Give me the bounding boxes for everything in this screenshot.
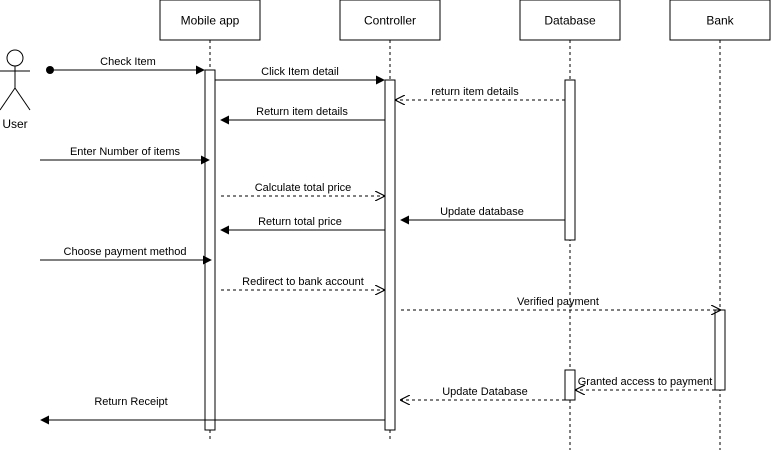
message-return-item-details-db: return item details: [396, 86, 565, 100]
activation-bar-bank: [714, 309, 726, 391]
activation-bar-database: [564, 79, 576, 241]
participant-label: Controller: [364, 14, 416, 28]
message-update-database-2: Update Database: [401, 386, 565, 400]
message-enter-number-of-items: Enter Number of items: [40, 146, 210, 165]
message-label: Enter Number of items: [70, 146, 181, 158]
message-label: Return total price: [258, 216, 342, 228]
user-actor-label: User: [2, 117, 27, 131]
message-label: Choose payment method: [64, 246, 187, 258]
message-verified-payment: Verified payment: [401, 296, 720, 310]
participant-box: [519, 0, 621, 41]
message-label: Redirect to bank account: [242, 276, 364, 288]
message-label: Return Receipt: [94, 396, 167, 408]
participant-label: Mobile app: [181, 14, 240, 28]
message-return-total-price: Return total price: [220, 216, 385, 235]
message-choose-payment-method: Choose payment method: [40, 246, 212, 265]
message-label: return item details: [431, 86, 519, 98]
message-return-receipt: Return Receipt: [40, 396, 385, 425]
participant-mobile-app: Mobile app: [159, 0, 261, 440]
message-granted-access-to-payment: Granted access to payment: [576, 376, 715, 390]
message-label: Check Item: [100, 56, 156, 68]
participant-label: Bank: [706, 14, 734, 28]
message-label: Click Item detail: [261, 66, 339, 78]
message-update-database: Update database: [400, 206, 565, 225]
participant-controller: Controller: [339, 0, 441, 440]
participant-label: Database: [544, 14, 596, 28]
message-label: Granted access to payment: [578, 376, 713, 388]
participant-bank: Bank: [669, 0, 771, 450]
user-actor-icon: [0, 49, 31, 111]
message-redirect-to-bank-account: Redirect to bank account: [221, 276, 384, 290]
participant-box: [159, 0, 261, 41]
activation-bar-database-2: [564, 369, 576, 401]
message-label: Calculate total price: [255, 182, 352, 194]
message-label: Verified payment: [517, 296, 599, 308]
message-return-item-details: Return item details: [220, 106, 385, 125]
participant-database: Database: [519, 0, 621, 450]
participant-box: [339, 0, 441, 41]
message-label: Update Database: [442, 386, 528, 398]
activation-bar-mobile-app: [204, 69, 216, 431]
message-calculate-total-price: Calculate total price: [221, 182, 384, 196]
message-label: Return item details: [256, 106, 348, 118]
message-label: Update database: [440, 206, 524, 218]
activation-bar-controller: [384, 79, 396, 431]
user-actor: User: [0, 49, 31, 131]
message-click-item-detail: Click Item detail: [215, 66, 385, 85]
message-check-item: Check Item: [46, 56, 205, 75]
